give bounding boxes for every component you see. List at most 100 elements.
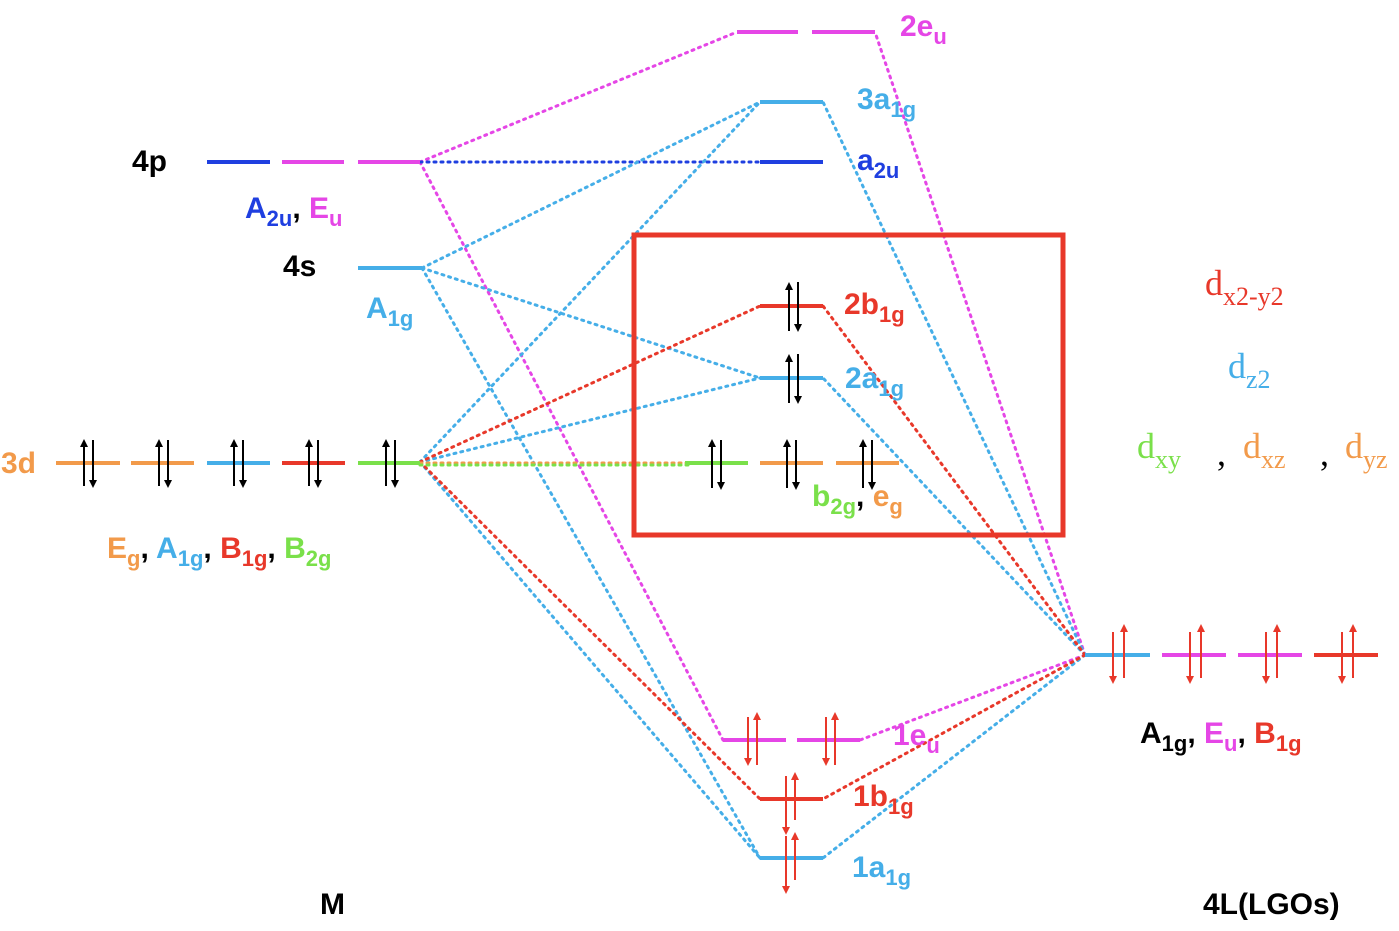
legend-dz2: dz2​ [1228, 346, 1271, 394]
sym-main: d [1137, 426, 1155, 466]
electron-pair-lgo-1 [1109, 624, 1128, 684]
electron-pair-nb-2 [783, 439, 800, 490]
line-3d-1a1g [418, 460, 762, 860]
sym-main: , [1238, 717, 1255, 750]
sym-main: , [292, 192, 309, 225]
legend-dxz: dxz​ [1243, 426, 1286, 474]
sym-main: d [1228, 346, 1246, 386]
sym-main: E [1204, 717, 1224, 750]
sym-main: , [203, 532, 220, 565]
electron-pair-lgo-3 [1262, 624, 1281, 684]
sym-main: E [309, 192, 329, 225]
line-lgo-1eu [858, 653, 1087, 742]
sym-main: A [366, 292, 388, 325]
line-lgo-2a1g [821, 376, 1087, 657]
sym-sub: xy [1155, 445, 1181, 474]
line-4p-2eu [418, 30, 739, 164]
label-4s: 4s [283, 250, 316, 283]
sym-main: B [220, 532, 242, 565]
sym-main: b [812, 480, 830, 513]
label-lgos: 4L(LGOs) [1203, 888, 1340, 921]
label-metal: M [320, 888, 345, 921]
line-4s-2a1g [420, 266, 762, 380]
sym-main: 3a [857, 83, 891, 116]
sym-sub: yz [1363, 445, 1388, 474]
sym-sub: 2u [267, 206, 293, 231]
line-3d-3a1g [418, 100, 762, 464]
sym-sub: z2 [1246, 365, 1271, 394]
energy-levels [56, 30, 1378, 860]
line-4s-3a1g [420, 100, 762, 270]
line-lgo-2eu [873, 30, 1087, 657]
label-1b1g: 1b1g​ [853, 780, 914, 819]
sym-main: E [107, 532, 127, 565]
sym-sub: 1g [242, 546, 268, 571]
sym-sub: x2-y2 [1223, 282, 1284, 311]
electron-pair-3d-1 [80, 439, 97, 488]
sym-main: a [857, 144, 874, 177]
label-2eu: 2eu​ [900, 10, 947, 49]
label-1eu: 1eu​ [893, 719, 940, 758]
sym-sub: 1g [885, 865, 911, 890]
sym-main: B [1254, 717, 1276, 750]
sym-sub: 1g [388, 306, 414, 331]
label-2a1g: 2a1g​ [845, 362, 904, 401]
label-3a1g: 3a1g​ [857, 83, 916, 122]
sym-main: 1e [893, 719, 926, 752]
legend-dyz: dyz​ [1345, 426, 1388, 474]
sym-main: 1a [852, 851, 886, 884]
sym-main: , [267, 532, 284, 565]
line-4p-1eu [418, 160, 725, 742]
sym-main: 2a [845, 362, 879, 395]
electron-pair-nb-3 [859, 439, 876, 490]
electron-pair-3d-5 [382, 439, 399, 488]
sym-main: A [156, 532, 178, 565]
electron-pair-3d-2 [155, 439, 172, 488]
sym-sub: 1g [878, 376, 904, 401]
electron-pair-2a1g [785, 354, 802, 404]
electron-pair-nb-1 [708, 439, 725, 490]
electron-pair-2b1g [785, 282, 802, 332]
line-lgo-1a1g [821, 653, 1087, 860]
sym-main: d [1345, 426, 1363, 466]
line-3d-2b1g [418, 304, 762, 464]
sym-sub: g [889, 494, 902, 519]
sym-main: d [1243, 426, 1261, 466]
sym-sub: u [933, 24, 946, 49]
sym-sub: 1g [890, 97, 916, 122]
sym-main: A [245, 192, 267, 225]
legend-dx2-y2: dx2-y2​ [1205, 263, 1284, 311]
electron-pair-1a1g [782, 832, 799, 894]
sym-sub: 1g [888, 794, 914, 819]
electron-pair-lgo-4 [1338, 624, 1357, 684]
sym-main: e [873, 480, 890, 513]
electron-pair-lgo-2 [1186, 624, 1205, 684]
legend-comma-1: , [1217, 433, 1226, 473]
line-3d-2a1g [418, 376, 762, 464]
sym-sub: 2g [830, 494, 856, 519]
sym-main: , [856, 480, 873, 513]
sym-sub: 1g [879, 302, 905, 327]
line-lgo-1b1g [821, 653, 1087, 801]
electron-pair-3d-3 [230, 439, 247, 488]
sym-lgos: A1g​, Eu​, B1g​ [1140, 717, 1302, 756]
sym-sub: u [329, 206, 342, 231]
sym-main: , [1187, 717, 1204, 750]
sym-4p: A2u​, Eu​ [245, 192, 343, 231]
line-3d-1b1g [418, 460, 762, 801]
sym-sub: 2g [306, 546, 332, 571]
sym-sub: u [1224, 731, 1237, 756]
line-lgo-2b1g [821, 304, 1087, 657]
electron-pair-1eu-1 [744, 712, 761, 766]
sym-sub: xz [1261, 445, 1286, 474]
legend-comma-2: , [1320, 433, 1329, 473]
electron-pair-3d-4 [305, 439, 322, 488]
sym-3d: Eg​, A1g​, B1g​, B2g​ [107, 532, 331, 571]
sym-nonbonding: b2g​, eg​ [812, 480, 903, 519]
label-3d: 3d [1, 447, 36, 480]
line-4s-1a1g [420, 266, 762, 860]
electron-pair-1eu-2 [822, 712, 839, 766]
correlation-lines [418, 30, 1087, 860]
sym-sub: 1g [1162, 731, 1188, 756]
